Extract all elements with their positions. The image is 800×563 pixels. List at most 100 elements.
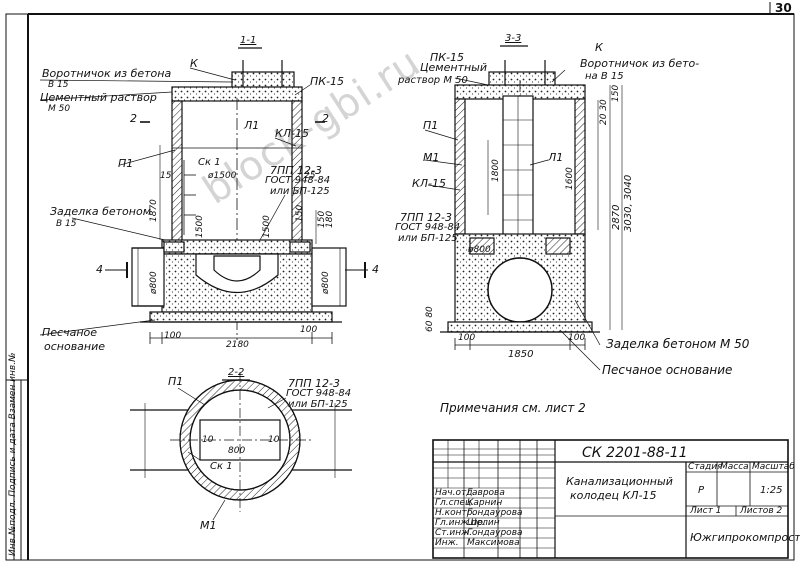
label-sk1-plan: Ск 1: [210, 461, 233, 472]
label-gost-left: ГОСТ 948-84: [265, 175, 331, 186]
dim-d1500: ø1500: [208, 171, 237, 181]
label-m1-right: М1: [423, 151, 440, 164]
label-sk1-left: Ск 1: [198, 157, 221, 168]
side-inventory-text: Инв.№подл. Подпись и дата Взамен инв.№: [8, 352, 18, 556]
dim-d800b: ø800: [321, 271, 331, 294]
label-p1-left: П1: [118, 157, 134, 170]
dim-800d: 800: [228, 446, 246, 456]
section-2-2-plan: [130, 372, 352, 521]
stamp-masshtab: 1:25: [760, 485, 783, 496]
dim-25: 25: [304, 171, 316, 181]
section-3-3: [424, 45, 623, 371]
label-l1-left: Л1: [244, 119, 260, 132]
label-na-b15: на В 15: [585, 71, 624, 82]
label-pk15-left: ПК-15: [310, 75, 345, 88]
label-m1-plan: М1: [200, 519, 217, 532]
stamp-stadia: Р: [698, 485, 705, 496]
dim-100d: 100: [568, 333, 586, 343]
label-m50-left: М 50: [48, 104, 71, 114]
dim-100a: 100: [164, 331, 182, 341]
label-pp-right: 7ПП 12-3: [400, 211, 453, 224]
stamp-h-massa: Масса: [720, 462, 749, 472]
label-k-left: К: [190, 57, 198, 70]
label-or-bp-plan: или БП-125: [288, 399, 348, 410]
stamp-role-1: Гл.спец.: [435, 498, 474, 508]
stamp-name-1: Карнин: [467, 498, 503, 508]
marker-2a: 2: [130, 112, 137, 125]
label-pk15-right: ПК-15: [430, 51, 465, 64]
label-vorotnichok-right: Воротничок из бето-: [580, 57, 700, 70]
dim-1800: 1800: [491, 159, 501, 182]
dim-180: 180: [325, 210, 335, 228]
section-1-1: [39, 47, 368, 344]
marker-4b: 4: [372, 263, 379, 276]
label-pp-left: 7ПП 12-3: [270, 164, 323, 177]
sheet-frame: [5, 2, 795, 561]
dim-150a: 150: [295, 204, 305, 222]
dim-15: 15: [160, 171, 172, 181]
stamp-h-stadia: Стадия: [688, 462, 723, 472]
dim-1850: 1850: [508, 349, 534, 360]
stamp-h-masshtab: Масштаб: [752, 462, 795, 472]
dim-2030: 20 30: [599, 99, 609, 125]
dim-2870: 2870: [611, 204, 622, 230]
dim-1870: 1870: [149, 199, 159, 222]
label-or-bp-right: или БП-125: [398, 233, 458, 244]
label-cement-right: Цементный: [420, 61, 487, 74]
label-kl15-right: КЛ-15: [412, 177, 447, 190]
label-cement-left: Цементный раствор: [40, 91, 157, 104]
title-block: [432, 439, 789, 559]
dim-1500c: 1500: [262, 215, 272, 238]
dim-3030: 3030, 3040: [623, 174, 634, 232]
marker-4a: 4: [96, 263, 103, 276]
label-or-bp-left: или БП-125: [270, 186, 330, 197]
dim-1600: 1600: [565, 167, 575, 190]
stamp-name-2: Гондаурова: [467, 508, 523, 518]
section-1-1-title: 1-1: [240, 35, 257, 46]
label-vorotnichok-left: Воротничок из бетона: [42, 67, 172, 80]
section-2-2-title: 2-2: [228, 367, 245, 378]
label-b15-left: В 15: [48, 80, 69, 90]
label-zadelka-right: Заделка бетоном М 50: [606, 337, 750, 351]
dim-d800c: ø800: [468, 245, 491, 255]
stamp-role-5: Инж.: [435, 538, 459, 548]
label-kl15-left: КЛ-15: [275, 127, 310, 140]
dim-1500b: 1500: [195, 215, 205, 238]
label-p1-right: П1: [423, 119, 439, 132]
dim-d800a: ø800: [149, 271, 159, 294]
label-zadelka-left: Заделка бетоном: [50, 205, 151, 218]
stamp-role-0: Нач.отд.: [435, 488, 476, 498]
label-p1-plan: П1: [168, 375, 184, 388]
page-number: 30: [775, 1, 792, 15]
stamp-org: Южгипрокомпрост: [690, 531, 800, 544]
label-l1-right: Л1: [548, 151, 564, 164]
dim-10b: 10: [268, 435, 280, 445]
label-k-right: К: [595, 41, 603, 54]
label-gost-plan: ГОСТ 948-84: [286, 388, 352, 399]
dim-150c: 150: [611, 84, 621, 102]
stamp-title-line2: колодец КЛ-15: [570, 489, 657, 502]
dim-100c: 100: [458, 333, 476, 343]
stamp-name-0: Гаврова: [467, 488, 505, 498]
stamp-name-5: Максимова: [467, 538, 520, 548]
stamp-role-3: Гл.инж.пр.: [435, 518, 486, 528]
stamp-listov: Листов 2: [740, 506, 783, 516]
stamp-code: СК 2201-88-11: [582, 445, 688, 461]
stamp-role-4: Ст.инж.: [435, 528, 473, 538]
section-3-3-title: 3-3: [505, 33, 522, 44]
label-pesch-right: Песчаное основание: [602, 363, 733, 377]
stamp-list: Лист 1: [690, 506, 722, 516]
label-b15-zad: В 15: [56, 219, 77, 229]
dim-6080: 60 80: [425, 306, 435, 332]
label-rastvor-right: раствор М 50: [398, 75, 468, 86]
dim-10a: 10: [202, 435, 214, 445]
label-pesch-left: Песчаное: [42, 326, 98, 339]
label-gost-right: ГОСТ 948-84: [395, 222, 461, 233]
notes-text: Примечания см. лист 2: [440, 401, 586, 415]
dim-2180: 2180: [226, 340, 249, 350]
label-pp-plan: 7ПП 12-3: [288, 377, 341, 390]
dim-100b: 100: [300, 325, 318, 335]
stamp-name-4: Гондаурова: [467, 528, 523, 538]
stamp-name-3: Шелин: [467, 518, 500, 528]
